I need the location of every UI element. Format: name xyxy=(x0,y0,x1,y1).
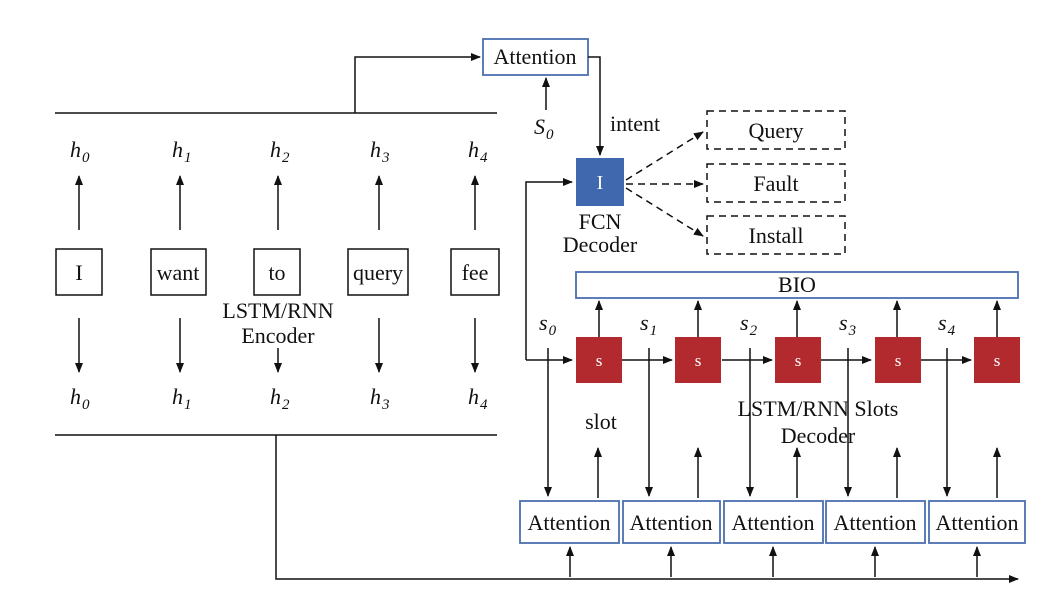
encoder-label-line1: LSTM/RNN xyxy=(222,298,333,323)
intent-output-label: Install xyxy=(749,223,804,248)
slot-attention-box-1: Attention xyxy=(519,500,620,544)
encoder-to-slot-attention-bus xyxy=(275,435,1019,583)
slot-decoder-label-line2: Decoder xyxy=(781,423,856,448)
slot-state-s0: s0 xyxy=(539,310,557,339)
slot-to-bio-arrows xyxy=(595,300,1001,337)
token-box-i: I xyxy=(55,248,103,296)
intent-state-label: S0 xyxy=(534,114,554,143)
slot-state-s3: s3 xyxy=(839,310,856,339)
intent-output-label: Fault xyxy=(753,171,798,196)
slot-state-s4: s4 xyxy=(938,310,956,339)
bus-to-attention-arrows xyxy=(566,546,981,577)
bottom-h3-label: h3 xyxy=(370,384,390,413)
slot-node-1: s xyxy=(576,337,622,383)
token-box-to: to xyxy=(253,248,301,296)
slot-node-label: s xyxy=(895,351,902,370)
top-hidden-labels: h0 h1 h2 h3 h4 xyxy=(70,137,488,166)
slot-attention-label: Attention xyxy=(935,510,1018,535)
slot-decoder-label-line1: LSTM/RNN Slots xyxy=(738,396,899,421)
token-box-want: want xyxy=(150,248,207,296)
slot-attention-label: Attention xyxy=(731,510,814,535)
intent-decoder-label-line1: FCN xyxy=(579,209,622,234)
token-label: to xyxy=(268,260,285,285)
bottom-h2-label: h2 xyxy=(270,384,290,413)
slot-attention-label: Attention xyxy=(527,510,610,535)
top-h3-label: h3 xyxy=(370,137,390,166)
slot-node-label: s xyxy=(596,351,603,370)
slot-state-labels: s0 s1 s2 s3 s4 xyxy=(539,310,956,339)
token-label: I xyxy=(75,260,82,285)
encoder-down-arrows xyxy=(75,318,479,373)
bio-output-bar: BIO xyxy=(575,271,1019,299)
slot-node-3: s xyxy=(775,337,821,383)
bottom-h4-label: h4 xyxy=(468,384,488,413)
intent-attention-box: Attention xyxy=(482,38,589,76)
bottom-h1-label: h1 xyxy=(172,384,192,413)
encoder-to-intent-attention-arrow xyxy=(354,53,481,113)
bottom-hidden-labels: h0 h1 h2 h3 h4 xyxy=(70,384,488,413)
intent-to-query-arrow xyxy=(625,131,704,181)
slot-state-s2: s2 xyxy=(740,310,758,339)
slot-attention-box-4: Attention xyxy=(825,500,926,544)
attention-to-slot-arrows xyxy=(594,447,1001,498)
intent-to-install-arrow xyxy=(625,187,704,237)
slot-attention-box-3: Attention xyxy=(723,500,824,544)
top-h0-label: h0 xyxy=(70,137,90,166)
top-h1-label: h1 xyxy=(172,137,192,166)
bottom-h0-label: h0 xyxy=(70,384,90,413)
intent-output-fault: Fault xyxy=(706,163,846,203)
token-label: fee xyxy=(462,260,489,285)
intent-output-label: Query xyxy=(749,118,804,143)
slot-attention-label: Attention xyxy=(629,510,712,535)
token-label: query xyxy=(353,260,403,285)
slot-attention-box-2: Attention xyxy=(622,500,721,544)
bio-label: BIO xyxy=(778,272,816,297)
slot-node-label: s xyxy=(994,351,1001,370)
slot-node-5: s xyxy=(974,337,1020,383)
token-box-fee: fee xyxy=(450,248,500,296)
encoder-label-line2: Encoder xyxy=(241,323,315,348)
slot-attention-box-5: Attention xyxy=(928,500,1026,544)
top-h2-label: h2 xyxy=(270,137,290,166)
intent-decoder-label-line2: Decoder xyxy=(563,232,638,257)
slot-node-2: s xyxy=(675,337,721,383)
intent-edge-label: intent xyxy=(610,111,660,136)
intent-node-label: I xyxy=(597,172,604,194)
attention-to-intent-arrow xyxy=(588,56,604,156)
intent-attention-label: Attention xyxy=(493,44,576,69)
slot-attention-label: Attention xyxy=(833,510,916,535)
slot-node-label: s xyxy=(695,351,702,370)
encoder-up-arrows xyxy=(75,175,479,230)
intent-output-query: Query xyxy=(706,110,846,150)
top-h4-label: h4 xyxy=(468,137,488,166)
state-to-attention-arrows xyxy=(544,348,951,497)
slot-node-label: s xyxy=(795,351,802,370)
intent-decoder-node: I xyxy=(576,158,624,206)
token-box-query: query xyxy=(347,248,409,296)
slot-state-s1: s1 xyxy=(640,310,657,339)
slot-edge-label: slot xyxy=(585,409,617,434)
feed-to-intent-arrow xyxy=(525,178,573,360)
intent-output-install: Install xyxy=(706,215,846,255)
token-label: want xyxy=(157,260,200,285)
slot-node-4: s xyxy=(875,337,921,383)
